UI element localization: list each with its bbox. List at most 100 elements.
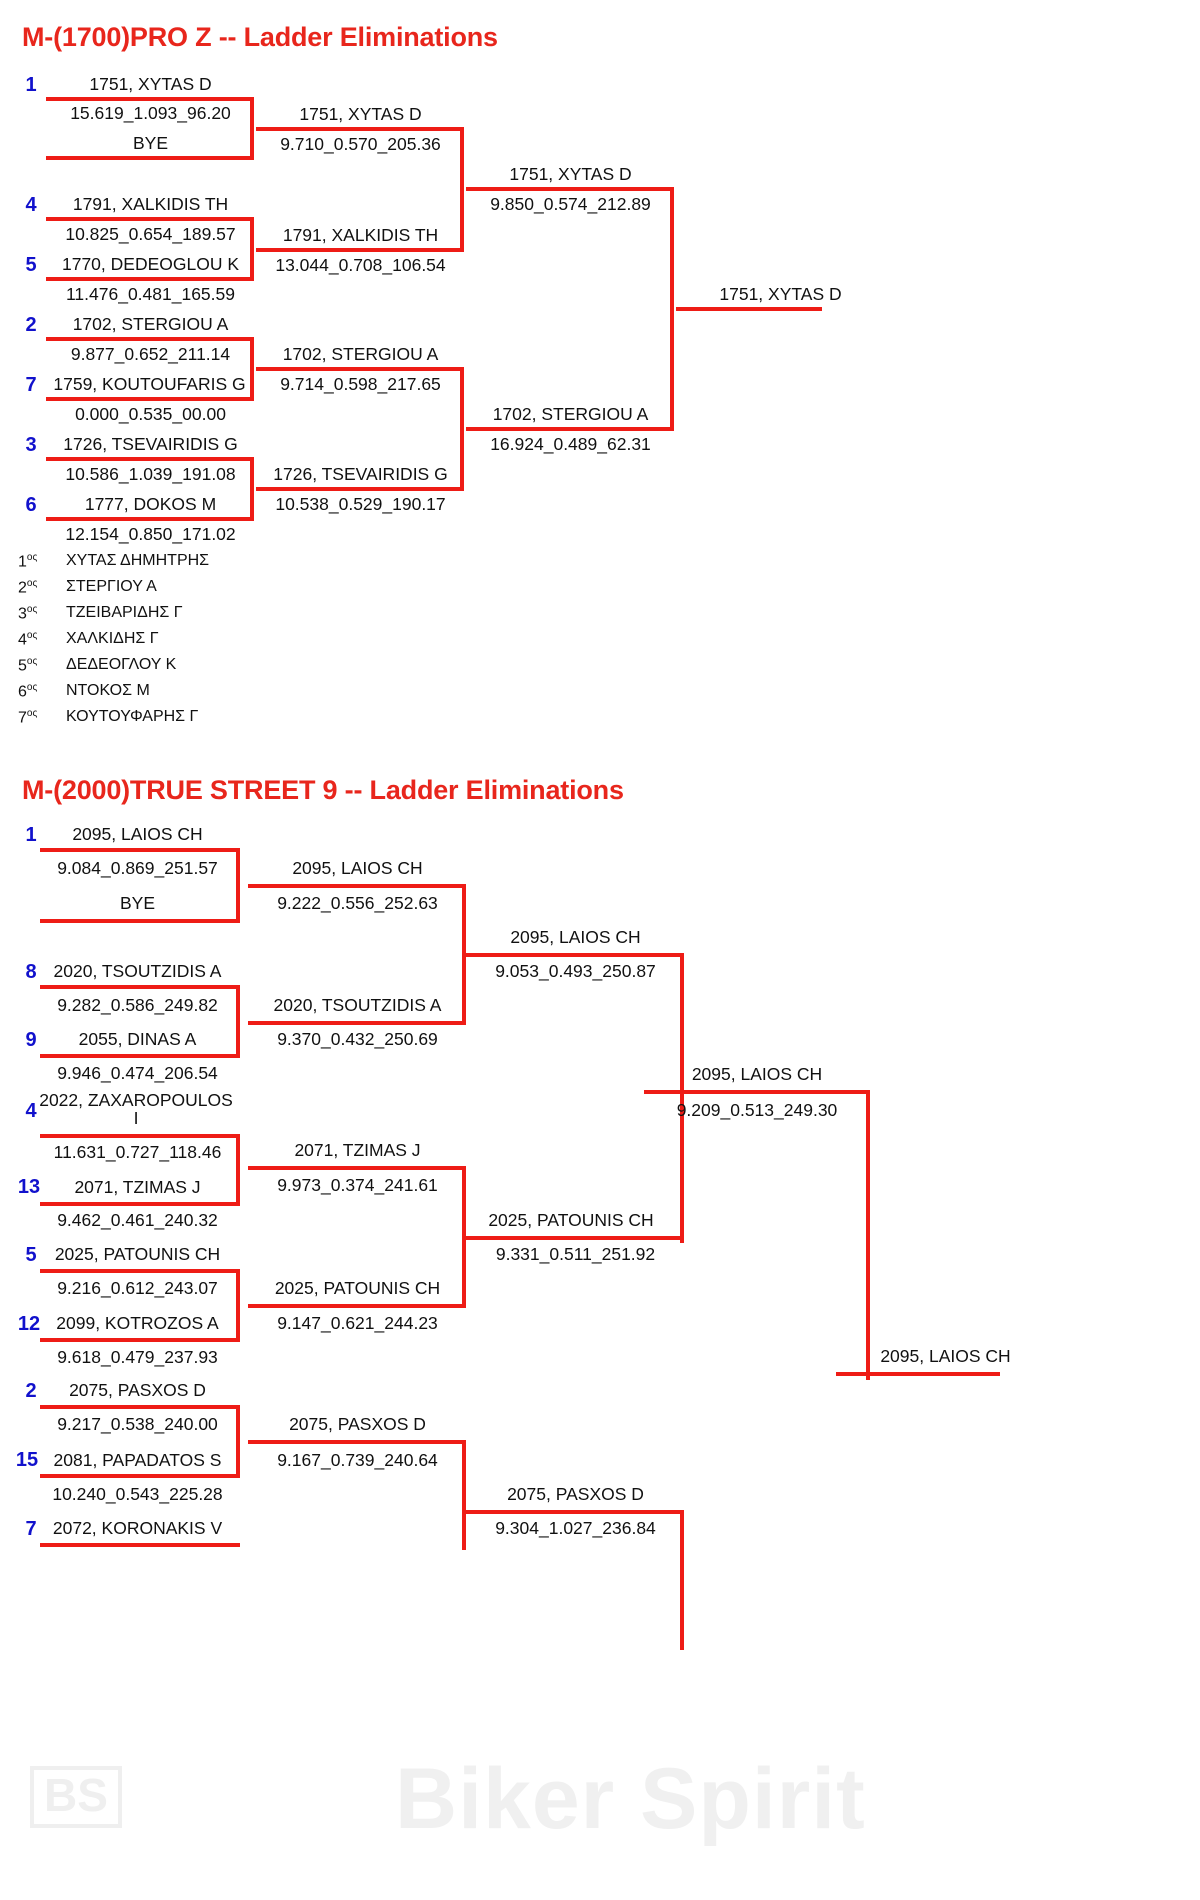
bracket-line bbox=[460, 127, 464, 251]
bracket-title-pro-z: M-(1700)PRO Z -- Ladder Eliminations bbox=[22, 22, 498, 52]
run-time: 9.053_0.493_250.87 bbox=[495, 961, 656, 981]
bracket-line bbox=[256, 367, 464, 371]
standing-name: ΤΖΕΙΒΑΡΙΔΗΣ Γ bbox=[66, 604, 183, 621]
bracket-line bbox=[40, 1134, 240, 1138]
bracket-line bbox=[236, 1134, 240, 1206]
standing-name: ΧΥΤΑΣ ΔΗΜΗΤΡΗΣ bbox=[66, 552, 210, 569]
bracket-line bbox=[46, 217, 254, 221]
competitor-name: 2025, PATOUNIS CH bbox=[274, 1278, 441, 1298]
competitor-name: 1791, XALKIDIS TH bbox=[72, 194, 229, 214]
bracket-line bbox=[466, 1236, 684, 1240]
watermark: BS Biker Spirit bbox=[0, 1751, 1200, 1900]
run-time: 16.924_0.489_62.31 bbox=[490, 434, 651, 454]
run-time: 9.946_0.474_206.54 bbox=[57, 1063, 218, 1083]
run-time: 9.222_0.556_252.63 bbox=[277, 893, 438, 913]
bracket-line bbox=[466, 953, 684, 957]
bracket-line bbox=[680, 1510, 684, 1650]
competitor-name: 2099, KOTROZOS A bbox=[56, 1313, 219, 1333]
standing-name: ΔΕΔΕΟΓΛΟΥ Κ bbox=[66, 656, 177, 673]
run-time: 11.476_0.481_165.59 bbox=[65, 284, 235, 304]
bracket-line bbox=[462, 1440, 466, 1550]
standing-position: 6ος bbox=[18, 682, 38, 701]
bracket-line bbox=[40, 1543, 240, 1547]
run-time: 9.282_0.586_249.82 bbox=[57, 995, 218, 1015]
seed-number: 13 bbox=[17, 1176, 41, 1198]
competitor-name: 1791, XALKIDIS TH bbox=[282, 225, 439, 245]
run-time: 10.240_0.543_225.28 bbox=[52, 1484, 223, 1504]
run-time: 9.304_1.027_236.84 bbox=[495, 1518, 656, 1538]
standing-position: 5ος bbox=[18, 656, 38, 675]
run-time: 0.000_0.535_00.00 bbox=[75, 404, 226, 424]
bracket-line bbox=[248, 1166, 466, 1170]
watermark-brand: Biker Spirit bbox=[395, 1751, 866, 1847]
run-time: 9.877_0.652_211.14 bbox=[70, 344, 231, 364]
competitor-name: 2075, PASXOS D bbox=[507, 1484, 644, 1504]
seed-number: 7 bbox=[25, 374, 37, 396]
bracket-line bbox=[670, 187, 674, 431]
run-time: 9.370_0.432_250.69 bbox=[277, 1029, 438, 1049]
competitor-name: 1751, XYTAS D bbox=[719, 284, 842, 304]
bracket-line bbox=[40, 1338, 240, 1342]
seed-number: 5 bbox=[25, 1244, 37, 1266]
run-time: 9.331_0.511_251.92 bbox=[495, 1244, 656, 1264]
run-time: 10.825_0.654_189.57 bbox=[65, 224, 236, 244]
seed-number: 9 bbox=[25, 1029, 37, 1051]
competitor-name: 2095, LAIOS CH bbox=[72, 824, 203, 844]
competitor-name: 1751, XYTAS D bbox=[299, 104, 422, 124]
bracket-line bbox=[40, 985, 240, 989]
standing-name: ΧΑΛΚΙΔΗΣ Γ bbox=[66, 630, 159, 647]
seed-number: 12 bbox=[17, 1313, 41, 1335]
standing-name: ΣΤΕΡΓΙΟΥ Α bbox=[66, 578, 157, 595]
competitor-name: 2072, KORONAKIS V bbox=[52, 1518, 223, 1538]
run-time: 9.714_0.598_217.65 bbox=[280, 374, 441, 394]
bracket-line bbox=[462, 1166, 466, 1307]
bracket-line bbox=[466, 187, 674, 191]
standing-position: 3ος bbox=[18, 604, 38, 623]
bracket-line bbox=[466, 427, 674, 431]
bracket-line bbox=[836, 1372, 1000, 1376]
competitor-name: 1702, STERGIOU A bbox=[492, 404, 649, 424]
run-time: 9.973_0.374_241.61 bbox=[277, 1175, 438, 1195]
competitor-name: BYE bbox=[132, 133, 169, 153]
bracket-line bbox=[40, 1405, 240, 1409]
competitor-name: 2081, PAPADATOS S bbox=[53, 1450, 222, 1470]
bracket-line bbox=[46, 277, 254, 281]
standing-position: 2ος bbox=[18, 578, 38, 597]
seed-number: 5 bbox=[25, 254, 37, 276]
bracket-line bbox=[248, 1440, 466, 1444]
bracket-line bbox=[248, 884, 466, 888]
run-time: 9.084_0.869_251.57 bbox=[57, 858, 218, 878]
competitor-name: BYE bbox=[119, 893, 156, 913]
bracket-line bbox=[460, 367, 464, 491]
seed-number: 8 bbox=[25, 961, 37, 983]
bracket-line bbox=[40, 1474, 240, 1478]
bracket-line bbox=[248, 1021, 466, 1025]
bracket-line bbox=[248, 1304, 466, 1308]
competitor-name: 2095, LAIOS CH bbox=[691, 1064, 823, 1084]
standing-name: ΚΟΥΤΟΥΦΑΡΗΣ Γ bbox=[66, 708, 199, 725]
bracket-line bbox=[676, 307, 822, 311]
competitor-name: 2025, PATOUNIS CH bbox=[54, 1244, 221, 1264]
competitor-name: 2095, LAIOS CH bbox=[880, 1346, 1011, 1366]
competitor-name: 2095, LAIOS CH bbox=[292, 858, 423, 878]
standing-name: ΝΤΟΚΟΣ Μ bbox=[66, 682, 150, 699]
run-time: 9.216_0.612_243.07 bbox=[57, 1278, 218, 1298]
competitor-name: 2075, PASXOS D bbox=[289, 1414, 426, 1434]
bracket-line bbox=[40, 848, 240, 852]
run-time: 9.167_0.739_240.64 bbox=[277, 1450, 438, 1470]
bracket-line bbox=[236, 1405, 240, 1477]
run-time: 9.710_0.570_205.36 bbox=[280, 134, 441, 154]
competitor-name: 1751, XYTAS D bbox=[509, 164, 632, 184]
bracket-line bbox=[256, 127, 464, 131]
run-time: 15.619_1.093_96.20 bbox=[70, 103, 231, 123]
bracket-line bbox=[644, 1090, 870, 1094]
run-time: 11.631_0.727_118.46 bbox=[53, 1142, 222, 1162]
bracket-title-true-street-9: M-(2000)TRUE STREET 9 -- Ladder Eliminat… bbox=[22, 775, 624, 805]
competitor-name: 2055, DINAS A bbox=[78, 1029, 197, 1049]
bracket-line bbox=[250, 217, 254, 281]
bracket-line bbox=[46, 517, 254, 521]
competitor-name: 1777, DOKOS M bbox=[84, 494, 217, 514]
competitor-name: 2071, TZIMAS J bbox=[294, 1140, 421, 1160]
bracket-line bbox=[236, 848, 240, 923]
